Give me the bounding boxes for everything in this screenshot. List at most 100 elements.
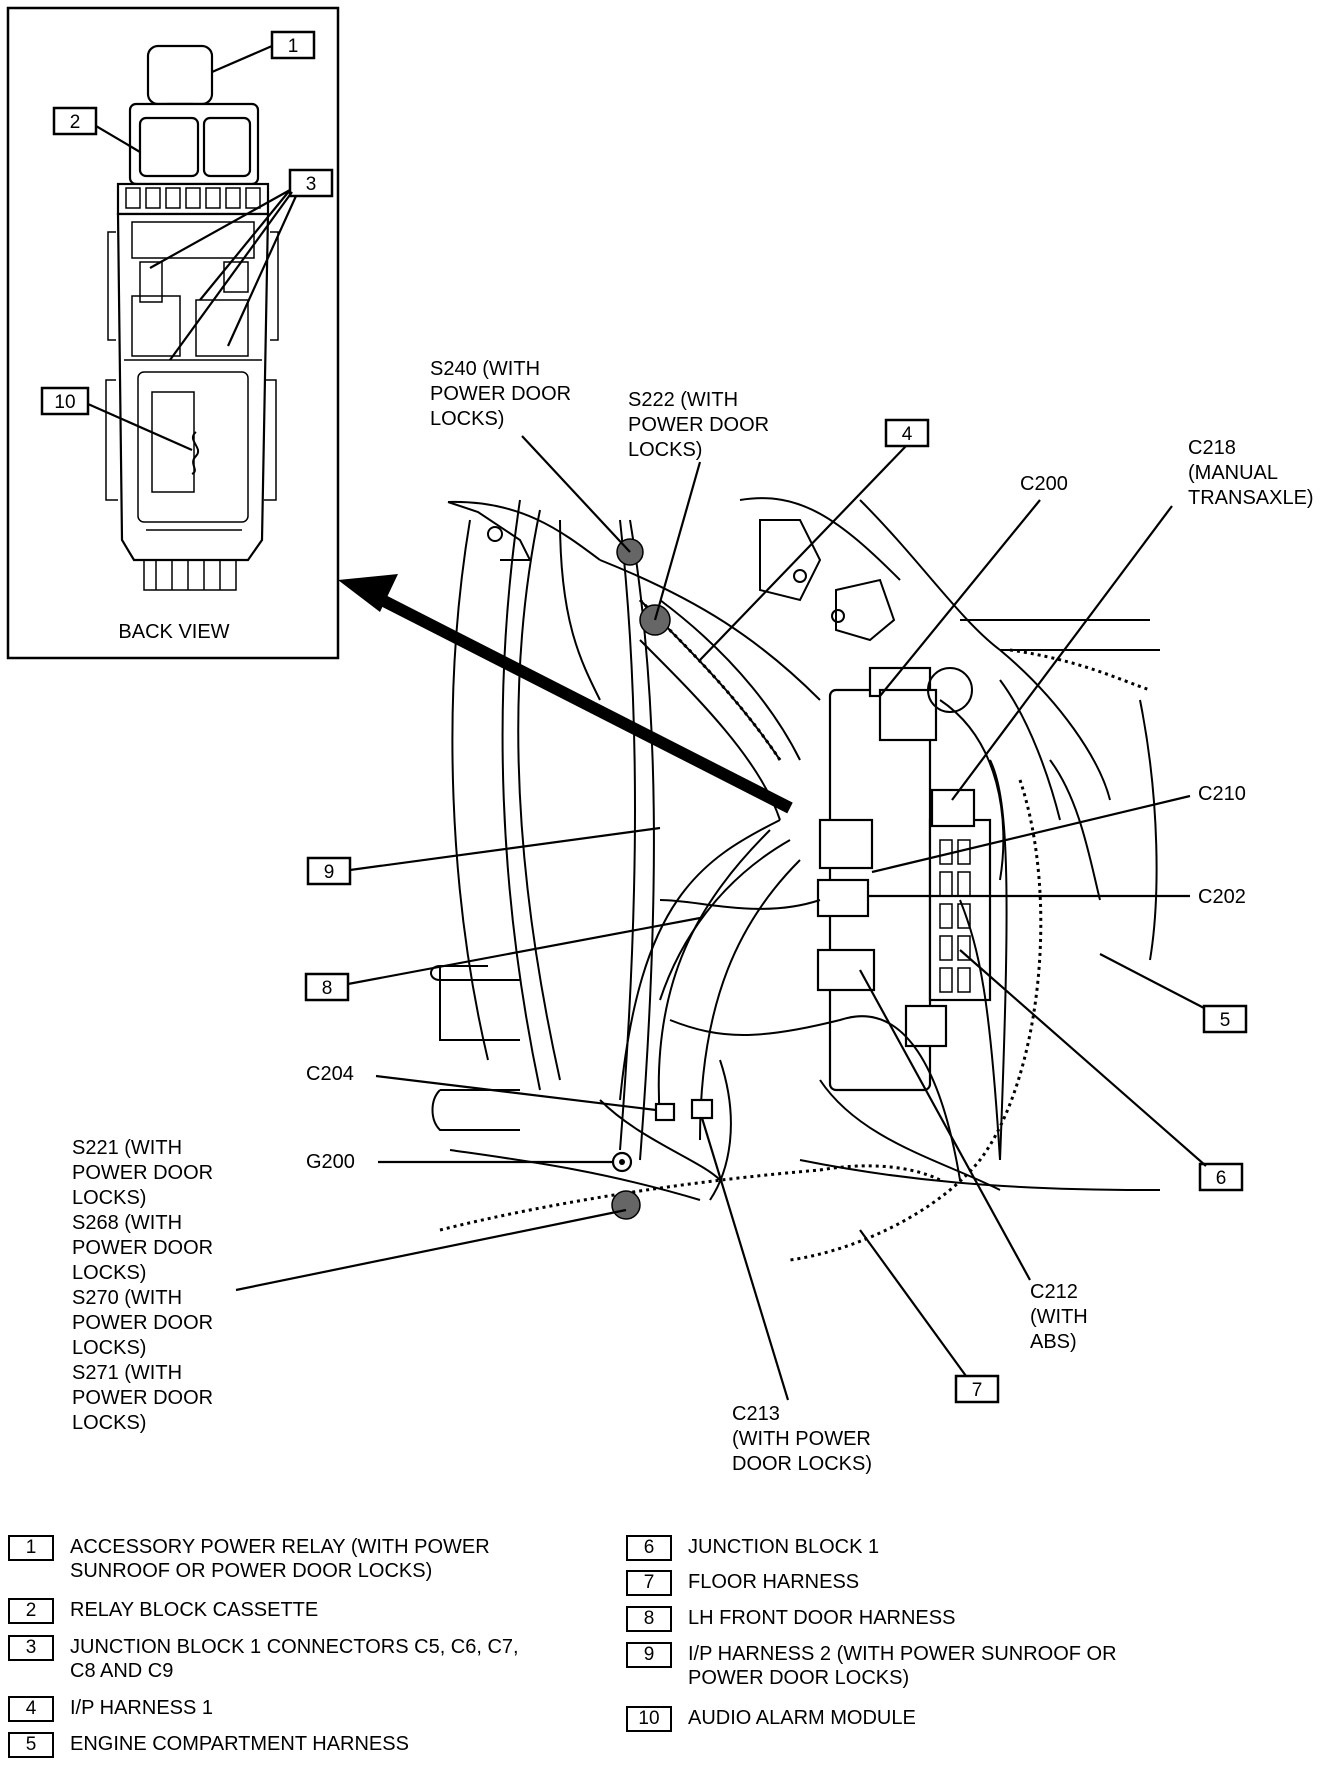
connector-c210: [818, 818, 874, 870]
callout-6-box: [1198, 1162, 1244, 1192]
svg-text:(WITH POWER: (WITH POWER: [732, 1428, 871, 1450]
label-c210: C210: [1198, 783, 1246, 805]
callout-10-box: [40, 386, 90, 416]
svg-text:C212: C212: [1030, 1281, 1078, 1303]
legend-num: 9: [626, 1642, 672, 1668]
legend-text: ACCESSORY POWER RELAY (WITH POWER SUNROO…: [70, 1536, 490, 1582]
legend-num: 7: [626, 1570, 672, 1596]
legend-text: FLOOR HARNESS: [688, 1571, 860, 1593]
legend-num: 5: [8, 1732, 54, 1758]
legend-num: 4: [8, 1696, 54, 1722]
svg-text:LOCKS): LOCKS): [430, 408, 504, 430]
connector-c204: [654, 1102, 676, 1122]
callout-5: 5: [1220, 1010, 1231, 1031]
svg-text:POWER DOOR: POWER DOOR: [72, 1387, 213, 1409]
callout-2: 2: [70, 112, 81, 133]
legend-num: 3: [8, 1635, 54, 1661]
callout-6: 6: [1216, 1168, 1227, 1189]
svg-text:LOCKS): LOCKS): [72, 1337, 146, 1359]
wire-bundle: [599, 519, 1008, 1201]
connector-c202: [816, 878, 870, 918]
label-s240: S240 (WITH POWER DOOR LOCKS): [430, 358, 571, 430]
legend-text: I/P HARNESS 2 (WITH POWER SUNROOF OR POW…: [688, 1643, 1117, 1689]
label-s222: S222 (WITH POWER DOOR LOCKS): [628, 389, 769, 461]
svg-text:S222 (WITH: S222 (WITH: [628, 389, 738, 411]
label-c202: C202: [1198, 886, 1246, 908]
svg-text:LOCKS): LOCKS): [72, 1262, 146, 1284]
legend-item-7: 7 FLOOR HARNESS: [626, 1570, 1148, 1596]
legend-text: RELAY BLOCK CASSETTE: [70, 1599, 319, 1621]
legend-num: 8: [626, 1606, 672, 1632]
svg-text:C218: C218: [1188, 437, 1236, 459]
label-c212: C212 (WITH ABS): [1030, 1281, 1088, 1353]
callout-1-box: [270, 30, 316, 60]
legend-text: LH FRONT DOOR HARNESS: [688, 1607, 956, 1629]
legend-num: 1: [8, 1535, 54, 1561]
callout-8-box: [304, 972, 350, 1002]
svg-text:DOOR LOCKS): DOOR LOCKS): [732, 1453, 872, 1475]
svg-text:POWER DOOR: POWER DOOR: [628, 414, 769, 436]
connector-c200: [878, 688, 938, 742]
legend-text: I/P HARNESS 1: [70, 1697, 214, 1719]
svg-text:(MANUAL: (MANUAL: [1188, 462, 1278, 484]
legend-item-6: 6 JUNCTION BLOCK 1: [626, 1535, 1148, 1561]
callout-1: 1: [288, 36, 299, 57]
callout-7: 7: [972, 1380, 983, 1401]
label-c204: C204: [306, 1063, 354, 1085]
svg-text:C213: C213: [732, 1403, 780, 1425]
svg-text:POWER DOOR: POWER DOOR: [72, 1312, 213, 1334]
view-arrow: [338, 574, 793, 814]
callout-9: 9: [324, 862, 335, 883]
vehicle-structure: [430, 497, 1160, 1201]
svg-text:POWER DOOR: POWER DOOR: [72, 1237, 213, 1259]
callout-3-box: [288, 168, 334, 198]
legend-item-4: 4 I/P HARNESS 1: [8, 1696, 530, 1722]
svg-text:ABS): ABS): [1030, 1331, 1077, 1353]
svg-text:POWER DOOR: POWER DOOR: [72, 1162, 213, 1184]
callout-2-box: [52, 106, 98, 136]
label-s221-group: S221 (WITH POWER DOOR LOCKS) S268 (WITH …: [72, 1137, 213, 1434]
svg-text:TRANSAXLE): TRANSAXLE): [1188, 487, 1314, 509]
callout-5-box: [1202, 1004, 1248, 1034]
legend-text: ENGINE COMPARTMENT HARNESS: [70, 1733, 409, 1755]
legend-text: AUDIO ALARM MODULE: [688, 1707, 916, 1729]
legend-item-1: 1 ACCESSORY POWER RELAY (WITH POWER SUNR…: [8, 1535, 530, 1583]
legend-text: JUNCTION BLOCK 1: [688, 1536, 880, 1558]
legend-item-5: 5 ENGINE COMPARTMENT HARNESS: [8, 1732, 530, 1758]
callout-3: 3: [306, 174, 317, 195]
svg-text:S271 (WITH: S271 (WITH: [72, 1362, 182, 1384]
legend-item-10: 10 AUDIO ALARM MODULE: [626, 1706, 1148, 1732]
svg-text:(WITH: (WITH: [1030, 1306, 1088, 1328]
callout-8: 8: [322, 978, 333, 999]
legend-num: 2: [8, 1598, 54, 1624]
junction-block-1: [816, 666, 992, 1092]
connector-c218: [930, 788, 976, 828]
svg-text:S268 (WITH: S268 (WITH: [72, 1212, 182, 1234]
svg-text:LOCKS): LOCKS): [72, 1187, 146, 1209]
legend-item-3: 3 JUNCTION BLOCK 1 CONNECTORS C5, C6, C7…: [8, 1635, 530, 1683]
svg-text:LOCKS): LOCKS): [72, 1412, 146, 1434]
label-g200: G200: [306, 1151, 355, 1173]
label-c200: C200: [1020, 473, 1068, 495]
legend-item-2: 2 RELAY BLOCK CASSETTE: [8, 1598, 530, 1624]
svg-text:S270 (WITH: S270 (WITH: [72, 1287, 182, 1309]
callout-4-box: [884, 418, 930, 448]
callout-7-box: [954, 1374, 1000, 1404]
inset-back-view: 1 2 3 10 BACK VIEW: [6, 6, 340, 660]
svg-text:POWER DOOR: POWER DOOR: [430, 383, 571, 405]
svg-text:S221 (WITH: S221 (WITH: [72, 1137, 182, 1159]
connector-c212: [816, 948, 876, 992]
callout-9-box: [306, 856, 352, 886]
label-c218: C218 (MANUAL TRANSAXLE): [1188, 437, 1314, 509]
callout-4: 4: [902, 424, 913, 445]
callout-10: 10: [54, 392, 75, 413]
svg-text:LOCKS): LOCKS): [628, 439, 702, 461]
legend-text: JUNCTION BLOCK 1 CONNECTORS C5, C6, C7, …: [70, 1636, 519, 1682]
svg-text:S240 (WITH: S240 (WITH: [430, 358, 540, 380]
legend-item-8: 8 LH FRONT DOOR HARNESS: [626, 1606, 1148, 1632]
inset-caption: BACK VIEW: [118, 621, 229, 643]
label-c213: C213 (WITH POWER DOOR LOCKS): [732, 1403, 872, 1475]
legend-num: 6: [626, 1535, 672, 1561]
